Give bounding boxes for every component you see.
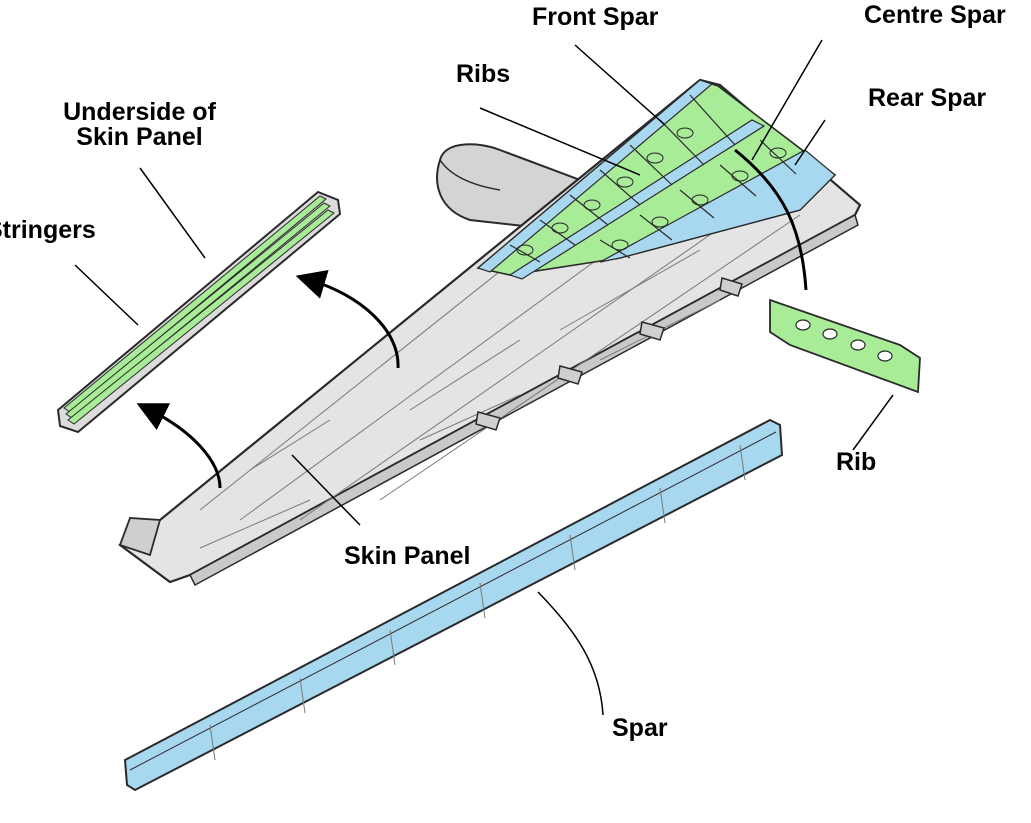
label-underside-skin-panel: Underside of Skin Panel bbox=[52, 100, 227, 150]
detached-spar bbox=[123, 418, 784, 792]
label-spar: Spar bbox=[612, 714, 668, 742]
label-rear-spar: Rear Spar bbox=[868, 84, 987, 112]
wing-box-interior bbox=[476, 79, 837, 280]
label-centre-spar: Centre Spar bbox=[864, 1, 1006, 29]
detached-rib bbox=[769, 298, 921, 394]
detach-arrows bbox=[136, 269, 400, 489]
label-underside-line1: Underside of bbox=[63, 98, 216, 126]
label-ribs: Ribs bbox=[456, 60, 511, 88]
underside-skin-panel bbox=[56, 190, 342, 434]
label-front-spar: Front Spar bbox=[532, 3, 659, 31]
label-underside-line2: Skin Panel bbox=[76, 123, 203, 151]
label-stringers: Stringers bbox=[0, 216, 96, 244]
leader-lines bbox=[74, 39, 894, 716]
label-rib: Rib bbox=[836, 448, 877, 476]
stringers-group bbox=[63, 195, 335, 425]
label-skin-panel: Skin Panel bbox=[344, 542, 471, 570]
